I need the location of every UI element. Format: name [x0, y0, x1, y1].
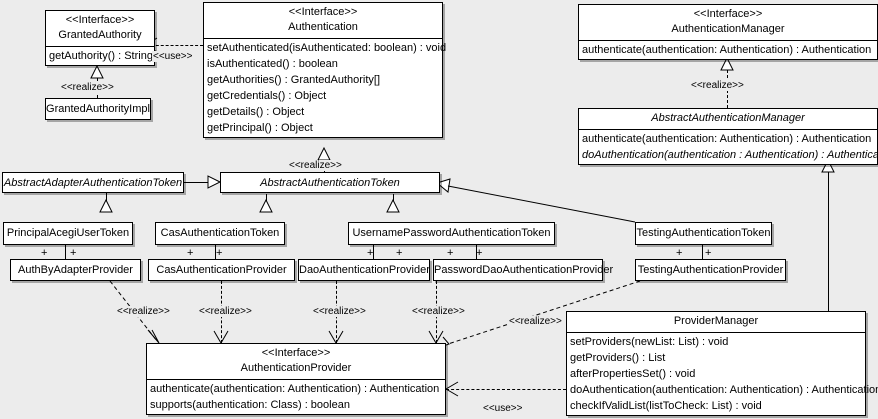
multiplicity-userpass-a: + — [367, 247, 374, 259]
class-abstract-adapter-authentication-token[interactable]: AbstractAdapterAuthenticationToken — [2, 172, 184, 193]
label-realize-password-dao: <<realize>> — [411, 306, 466, 317]
label-realize-auth-manager: <<realize>> — [690, 80, 745, 91]
class-cas-authentication-token[interactable]: CasAuthenticationToken — [155, 222, 285, 245]
multiplicity-principal-b: + — [70, 247, 77, 259]
line-userpass-token-generalization — [393, 194, 394, 212]
multiplicity-userpass-c: + — [447, 247, 454, 259]
method-get-providers: getProviders() : List — [570, 352, 666, 364]
class-granted-authority-methods: getAuthority() : String — [46, 46, 154, 65]
method-set-authenticated: setAuthenticated(isAuthenticated: boolea… — [207, 42, 447, 54]
class-authentication-provider[interactable]: <<Interface>> AuthenticationProvider aut… — [146, 343, 446, 415]
method-supports-provider: supports(authentication: Class) : boolea… — [150, 399, 350, 411]
line-provider-manager-use — [446, 389, 566, 390]
class-authentication-name: Authentication — [288, 21, 358, 33]
class-granted-authority-name: GrantedAuthority — [58, 29, 142, 41]
line-userpass-token-to-passworddao — [476, 245, 477, 259]
method-do-authentication-provider-manager: doAuthentication(authentication: Authent… — [570, 384, 878, 396]
class-abstract-authentication-manager-name: AbstractAuthenticationManager — [651, 112, 805, 124]
method-authenticate-manager: authenticate(authentication: Authenticat… — [582, 44, 872, 56]
class-authentication-manager-methods: authenticate(authentication: Authenticat… — [579, 40, 877, 59]
label-use-provider-manager: <<use>> — [482, 403, 524, 414]
class-provider-manager-header: ProviderManager — [567, 312, 865, 332]
class-authentication-methods: setAuthenticated(isAuthenticated: boolea… — [204, 38, 447, 137]
label-realize-granted-authority: <<realize>> — [60, 82, 115, 93]
class-authentication-provider-stereotype: <<Interface>> — [261, 347, 331, 359]
class-dao-authentication-provider[interactable]: DaoAuthenticationProvider — [298, 259, 430, 281]
class-authentication-provider-methods: authenticate(authentication: Authenticat… — [147, 379, 445, 414]
label-realize-cas: <<realize>> — [198, 306, 253, 317]
class-abstract-authentication-manager[interactable]: AbstractAuthenticationManager authentica… — [578, 108, 878, 165]
multiplicity-userpass-d: + — [476, 247, 483, 259]
class-granted-authority-stereotype: <<Interface>> — [65, 14, 135, 26]
line-userpass-token-to-dao — [373, 245, 374, 259]
method-is-authenticated: isAuthenticated() : boolean — [207, 58, 338, 70]
line-provider-manager-extends-abstract-manager — [828, 172, 829, 311]
method-get-authorities: getAuthorities() : GrantedAuthority[] — [207, 74, 381, 86]
method-check-if-valid-list: checkIfValidList(listToCheck: List) : vo… — [570, 400, 762, 412]
class-cas-authentication-provider[interactable]: CasAuthenticationProvider — [148, 259, 295, 281]
multiplicity-principal-a: + — [41, 247, 48, 259]
method-get-credentials: getCredentials() : Object — [207, 90, 327, 102]
class-authentication-header: <<Interface>> Authentication — [204, 3, 442, 38]
line-authentication-use-granted-authority — [146, 45, 203, 46]
class-testing-authentication-token[interactable]: TestingAuthenticationToken — [635, 222, 772, 245]
method-set-providers: setProviders(newList: List) : void — [570, 336, 729, 348]
class-granted-authority-impl[interactable]: GrantedAuthorityImpl — [45, 98, 151, 120]
multiplicity-testing-b: + — [705, 247, 712, 259]
line-adapter-token-generalization — [184, 182, 208, 183]
method-authenticate-abstract-manager: authenticate(authentication: Authenticat… — [582, 133, 872, 145]
class-authentication-manager-header: <<Interface>> AuthenticationManager — [579, 5, 877, 40]
line-cas-token-to-provider — [215, 245, 216, 259]
class-provider-manager-name: ProviderManager — [673, 315, 759, 327]
class-provider-manager-methods: setProviders(newList: List) : void getPr… — [567, 332, 878, 415]
method-after-properties-set: afterPropertiesSet() : void — [570, 368, 696, 380]
class-testing-authentication-provider[interactable]: TestingAuthenticationProvider — [635, 259, 786, 281]
multiplicity-userpass-b: + — [396, 247, 403, 259]
method-get-authority: getAuthority() : String — [49, 50, 153, 62]
label-realize-auth-by-adapter: <<realize>> — [116, 306, 171, 317]
multiplicity-cas-a: + — [187, 247, 194, 259]
class-username-password-authentication-token[interactable]: UsernamePasswordAuthenticationToken — [348, 222, 555, 245]
line-principal-token-to-provider — [65, 245, 66, 259]
label-use-granted-authority: <<use>> — [152, 51, 194, 62]
class-abstract-authentication-manager-methods: authenticate(authentication: Authenticat… — [579, 129, 878, 164]
multiplicity-cas-b: + — [216, 247, 223, 259]
class-authentication-manager[interactable]: <<Interface>> AuthenticationManager auth… — [578, 4, 878, 60]
class-authentication-stereotype: <<Interface>> — [288, 6, 358, 18]
method-do-authentication-abstract: doAuthentication(authentication : Authen… — [582, 149, 878, 161]
class-authentication-manager-stereotype: <<Interface>> — [693, 8, 763, 20]
label-realize-authentication: <<realize>> — [288, 160, 343, 171]
label-realize-dao: <<realize>> — [312, 306, 367, 317]
method-get-details: getDetails() : Object — [207, 106, 305, 118]
line-principal-token-up — [106, 194, 107, 212]
class-authentication[interactable]: <<Interface>> Authentication setAuthenti… — [203, 2, 447, 138]
class-authentication-provider-name: AuthenticationProvider — [240, 362, 352, 374]
line-testing-token-to-provider — [702, 245, 703, 259]
class-abstract-authentication-manager-header: AbstractAuthenticationManager — [579, 109, 877, 129]
class-principal-acegi-user-token[interactable]: PrincipalAcegiUserToken — [3, 222, 133, 245]
class-granted-authority-header: <<Interface>> GrantedAuthority — [46, 11, 154, 46]
multiplicity-testing-a: + — [676, 247, 683, 259]
method-get-principal: getPrincipal() : Object — [207, 122, 313, 134]
class-authentication-provider-header: <<Interface>> AuthenticationProvider — [147, 344, 445, 379]
class-abstract-authentication-token[interactable]: AbstractAuthenticationToken — [220, 172, 440, 193]
class-password-dao-authentication-provider[interactable]: PasswordDaoAuthenticationProvider — [433, 259, 613, 281]
class-granted-authority[interactable]: <<Interface>> GrantedAuthority getAuthor… — [45, 10, 155, 66]
line-cas-token-generalization — [266, 194, 267, 212]
class-authentication-manager-name: AuthenticationManager — [671, 23, 785, 35]
class-provider-manager[interactable]: ProviderManager setProviders(newList: Li… — [566, 311, 878, 416]
class-auth-by-adapter-provider[interactable]: AuthByAdapterProvider — [10, 259, 141, 281]
label-realize-testing: <<realize>> — [508, 316, 563, 327]
method-authenticate-provider: authenticate(authentication: Authenticat… — [150, 383, 440, 395]
